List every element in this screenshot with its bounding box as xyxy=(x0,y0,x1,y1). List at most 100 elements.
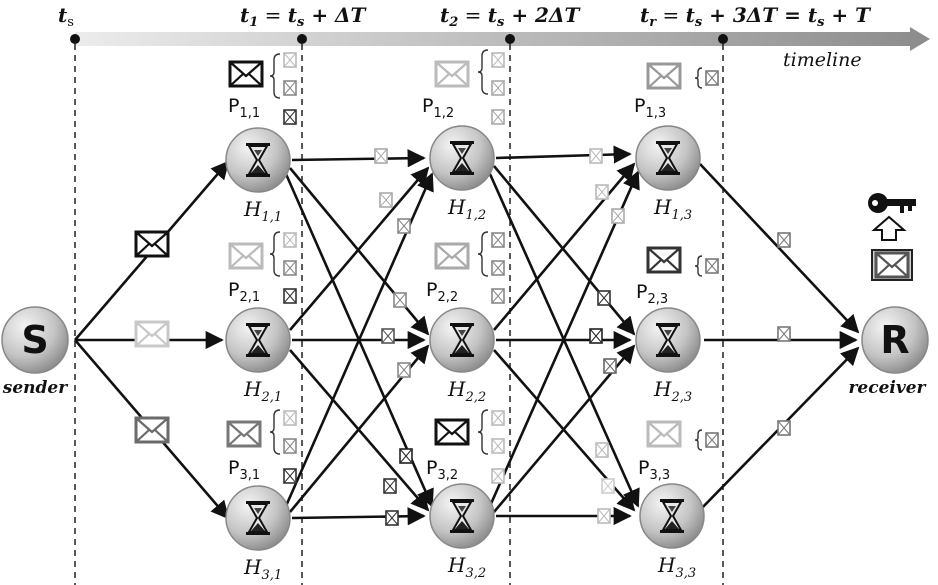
small-envelope-icon xyxy=(611,208,625,224)
node-h22: H2,2P2,2 xyxy=(426,279,495,405)
receiver-caption: receiver xyxy=(848,378,926,398)
small-envelope-icon xyxy=(601,478,615,494)
sender-letter: S xyxy=(21,318,48,362)
brace xyxy=(269,231,281,277)
small-envelope-icon xyxy=(379,192,393,208)
receiver-decrypt-icons xyxy=(868,193,916,281)
packet-label: P1,2 xyxy=(422,95,454,121)
packet-label: P3,2 xyxy=(426,457,458,483)
small-envelope-icon xyxy=(397,218,411,234)
label-t1: t1 = ts + ΔT xyxy=(240,3,368,30)
node-h12: H1,2 P1,2 xyxy=(422,95,495,223)
small-envelope-icon xyxy=(705,258,719,274)
small-envelope-icon xyxy=(491,260,505,276)
edge-h13-r xyxy=(699,163,860,334)
small-envelope-icon xyxy=(385,510,399,526)
small-envelope-icon xyxy=(283,109,297,125)
small-envelope-icon xyxy=(597,290,611,306)
envelope-icon xyxy=(646,420,682,448)
small-envelope-icon xyxy=(283,288,297,304)
small-envelope-icon xyxy=(393,292,407,308)
timeline: timeline xyxy=(70,27,930,71)
small-envelope-icon xyxy=(491,410,505,426)
small-envelope-icon xyxy=(283,438,297,454)
packet-label: P1,3 xyxy=(634,95,666,121)
brace xyxy=(694,429,703,451)
small-envelope-icon xyxy=(595,442,609,458)
envelope-icon xyxy=(646,62,682,90)
small-envelope-icon xyxy=(589,328,603,344)
key-icon xyxy=(868,193,916,213)
node-label: H1,3 xyxy=(653,195,692,223)
node-h21: H2,1P2,1 xyxy=(225,279,291,405)
brace xyxy=(694,255,703,277)
small-envelope-icon xyxy=(283,232,297,248)
hourglass-nodes: H1,1 P1,1H2,1P2,1H3,1 P3,1 H1,2 P1,2H2,2P2,2… xyxy=(225,95,705,583)
small-envelope-icon xyxy=(491,232,505,248)
small-envelope-icon xyxy=(491,438,505,454)
small-envelope-icon xyxy=(283,52,297,68)
envelope-icon xyxy=(134,320,170,348)
edge-h12-h13 xyxy=(495,145,632,164)
packet-label: P3,3 xyxy=(638,457,670,483)
small-envelope-icon xyxy=(283,410,297,426)
small-envelope-icon xyxy=(283,80,297,96)
packet-label: P3,1 xyxy=(228,457,260,483)
small-envelope-icon xyxy=(603,358,617,374)
label-tr: tr = ts + 3ΔT = ts + T xyxy=(640,3,872,30)
timeline-dot-t1 xyxy=(297,34,307,44)
label-ts: ts xyxy=(58,3,74,30)
node-h31: H3,1 P3,1 xyxy=(225,457,291,583)
brace xyxy=(269,53,281,99)
up-arrow-icon xyxy=(871,215,907,241)
small-envelope-icon xyxy=(491,468,505,484)
brace xyxy=(694,67,703,89)
node-label: H3,2 xyxy=(447,553,486,581)
small-envelope-icon xyxy=(777,326,791,342)
small-envelope-icon xyxy=(777,420,791,436)
node-label: H1,2 xyxy=(447,195,486,223)
packet-label: P2,3 xyxy=(636,281,668,307)
brace xyxy=(269,409,281,455)
envelope-icon xyxy=(434,60,470,88)
node-h33: H3,3 P3,3 xyxy=(638,457,705,581)
receiver-letter: R xyxy=(880,318,909,362)
node-h23: H2,3P2,3 xyxy=(635,281,701,405)
envelope-icon xyxy=(226,420,262,448)
sender-caption: sender xyxy=(2,378,68,398)
small-envelope-icon xyxy=(399,448,413,464)
node-label: H3,3 xyxy=(657,553,696,581)
node-label: H2,1 xyxy=(243,377,282,405)
timeline-dot-tr xyxy=(718,34,728,44)
small-envelope-icon xyxy=(589,148,603,164)
small-envelope-icon xyxy=(705,432,719,448)
brace xyxy=(477,49,489,95)
envelope-icon xyxy=(134,416,170,444)
node-label: H1,1 xyxy=(243,197,282,225)
node-h32: H3,2 P3,2 xyxy=(426,457,495,581)
label-t2: t2 = ts + 2ΔT xyxy=(440,3,581,30)
small-envelope-icon xyxy=(383,478,397,494)
envelope-icon xyxy=(434,242,470,270)
small-envelope-icon xyxy=(705,70,719,86)
time-dividers xyxy=(74,44,724,585)
edge-h22-h13 xyxy=(493,162,636,331)
envelope-icon xyxy=(874,251,910,279)
node-label: H3,1 xyxy=(243,555,282,583)
small-envelope-icon xyxy=(283,260,297,276)
receiver-node: R receiver xyxy=(848,306,929,398)
small-envelope-icon xyxy=(374,148,388,164)
envelope-icon xyxy=(228,242,264,270)
small-envelope-icon xyxy=(491,80,505,96)
small-envelope-icon xyxy=(597,508,611,524)
small-envelope-icon xyxy=(381,328,395,344)
packet-label: P1,1 xyxy=(228,95,260,121)
timeline-arrow xyxy=(75,27,930,51)
timeline-dot-ts xyxy=(70,34,80,44)
edge-h31-h32 xyxy=(291,507,426,526)
timeline-label: timeline xyxy=(783,49,862,71)
node-h11: H1,1 P1,1 xyxy=(225,95,291,225)
node-label: H2,2 xyxy=(447,377,486,405)
small-envelope-icon xyxy=(397,362,411,378)
